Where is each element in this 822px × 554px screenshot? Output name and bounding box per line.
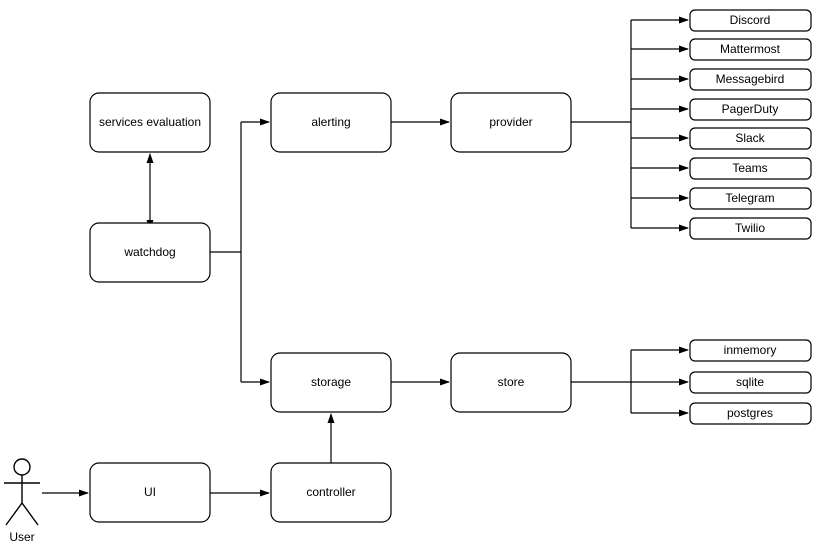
leaf-node-store-1-label: sqlite <box>736 375 764 389</box>
leaf-node-provider-4[interactable]: Slack <box>689 127 812 150</box>
node-storage[interactable]: storage <box>270 352 392 413</box>
node-provider[interactable]: provider <box>450 92 572 153</box>
leaf-node-provider-5-box <box>689 157 812 180</box>
node-watchdog-box <box>89 222 211 283</box>
node-alerting[interactable]: alerting <box>270 92 392 153</box>
leaf-node-provider-2-label: Messagebird <box>716 72 785 86</box>
node-ui-box <box>89 462 211 523</box>
leaf-node-store-0[interactable]: inmemory <box>689 339 812 362</box>
node-services-evaluation-box <box>89 92 211 153</box>
leaf-node-provider-6-label: Telegram <box>725 191 774 205</box>
leaf-node-provider-5-label: Teams <box>732 161 767 175</box>
leaf-node-provider-7-label: Twilio <box>735 221 765 235</box>
node-provider-label: provider <box>489 115 532 129</box>
leaf-node-provider-7-box <box>689 217 812 240</box>
leaf-node-provider-6[interactable]: Telegram <box>689 187 812 210</box>
node-ui-label: UI <box>144 485 156 499</box>
leaf-node-provider-3-label: PagerDuty <box>722 102 779 116</box>
node-storage-box <box>270 352 392 413</box>
leaf-node-provider-0-label: Discord <box>730 13 771 27</box>
store-backend-list: inmemory sqlite postgres <box>689 339 812 425</box>
actor-label: User <box>9 530 34 544</box>
leaf-node-provider-4-box <box>689 127 812 150</box>
leaf-node-provider-1-label: Mattermost <box>720 42 781 56</box>
leaf-node-store-2-box <box>689 402 812 425</box>
node-store[interactable]: store <box>450 352 572 413</box>
stick-figure-actor-icon-leg-right <box>21 502 39 526</box>
leaf-node-store-0-label: inmemory <box>724 343 777 357</box>
leaf-node-provider-2-box <box>689 68 812 91</box>
node-services-evaluation[interactable]: services evaluation <box>89 92 211 153</box>
leaf-node-provider-2[interactable]: Messagebird <box>689 68 812 91</box>
node-controller-label: controller <box>306 485 355 499</box>
node-watchdog[interactable]: watchdog <box>89 222 211 283</box>
leaf-node-provider-3-box <box>689 98 812 121</box>
node-store-box <box>450 352 572 413</box>
node-provider-box <box>450 92 572 153</box>
leaf-node-provider-3[interactable]: PagerDuty <box>689 98 812 121</box>
leaf-node-store-0-box <box>689 339 812 362</box>
provider-backend-list: Discord Mattermost Messagebird PagerDuty… <box>689 9 812 240</box>
leaf-node-provider-7[interactable]: Twilio <box>689 217 812 240</box>
node-services-evaluation-label: services evaluation <box>99 115 201 129</box>
leaf-node-provider-0-box <box>689 9 812 32</box>
node-ui[interactable]: UI <box>89 462 211 523</box>
node-controller[interactable]: controller <box>270 462 392 523</box>
leaf-node-provider-1[interactable]: Mattermost <box>689 38 812 61</box>
leaf-node-provider-4-label: Slack <box>735 131 765 145</box>
leaf-node-provider-0[interactable]: Discord <box>689 9 812 32</box>
stick-figure-actor-icon-head <box>13 458 31 476</box>
node-alerting-label: alerting <box>311 115 350 129</box>
actor-user[interactable]: User <box>4 458 40 544</box>
leaf-node-provider-5[interactable]: Teams <box>689 157 812 180</box>
stick-figure-actor-icon-leg-left <box>5 502 23 526</box>
leaf-node-provider-6-box <box>689 187 812 210</box>
edge-layer <box>42 16 689 497</box>
leaf-node-store-1[interactable]: sqlite <box>689 371 812 394</box>
leaf-node-provider-1-box <box>689 38 812 61</box>
node-storage-label: storage <box>311 375 351 389</box>
node-controller-box <box>270 462 392 523</box>
node-alerting-box <box>270 92 392 153</box>
leaf-node-store-2-label: postgres <box>727 406 773 420</box>
leaf-node-store-2[interactable]: postgres <box>689 402 812 425</box>
leaf-node-store-1-box <box>689 371 812 394</box>
node-watchdog-label: watchdog <box>123 245 175 259</box>
node-store-label: store <box>498 375 525 389</box>
